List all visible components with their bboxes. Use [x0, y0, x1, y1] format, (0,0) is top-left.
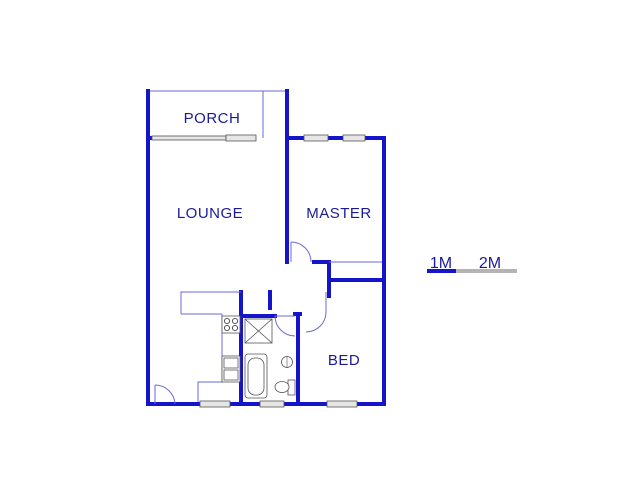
porch-outline: [148, 90, 287, 138]
bathtub-icon: [244, 353, 268, 399]
room-label-master: MASTER: [306, 205, 372, 222]
sink-icon: [221, 355, 241, 383]
room-label-bed: BED: [328, 352, 360, 369]
doors: [154, 241, 327, 405]
scale-label-2m: 2M: [479, 255, 501, 272]
room-label-porch: PORCH: [184, 110, 241, 127]
toilet-icon: [274, 379, 296, 396]
basin-icon: [281, 356, 293, 368]
stove-icon: [221, 315, 241, 334]
kitchen-counters: [180, 291, 241, 402]
walls: [146, 89, 386, 406]
scale-bar: 1M 2M: [427, 255, 517, 273]
shower-icon: [244, 318, 273, 344]
scale-label-1m: 1M: [430, 255, 452, 272]
windows: [151, 134, 366, 408]
room-label-lounge: LOUNGE: [177, 205, 243, 222]
